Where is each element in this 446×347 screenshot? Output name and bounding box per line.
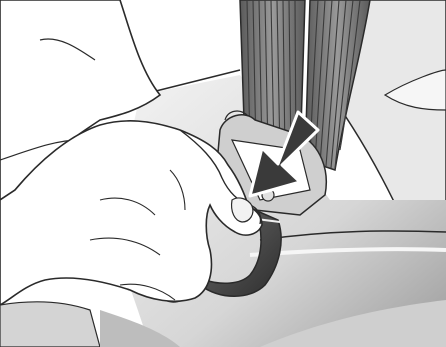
seat-belt-illustration — [0, 0, 446, 347]
illustration-canvas — [0, 0, 446, 347]
